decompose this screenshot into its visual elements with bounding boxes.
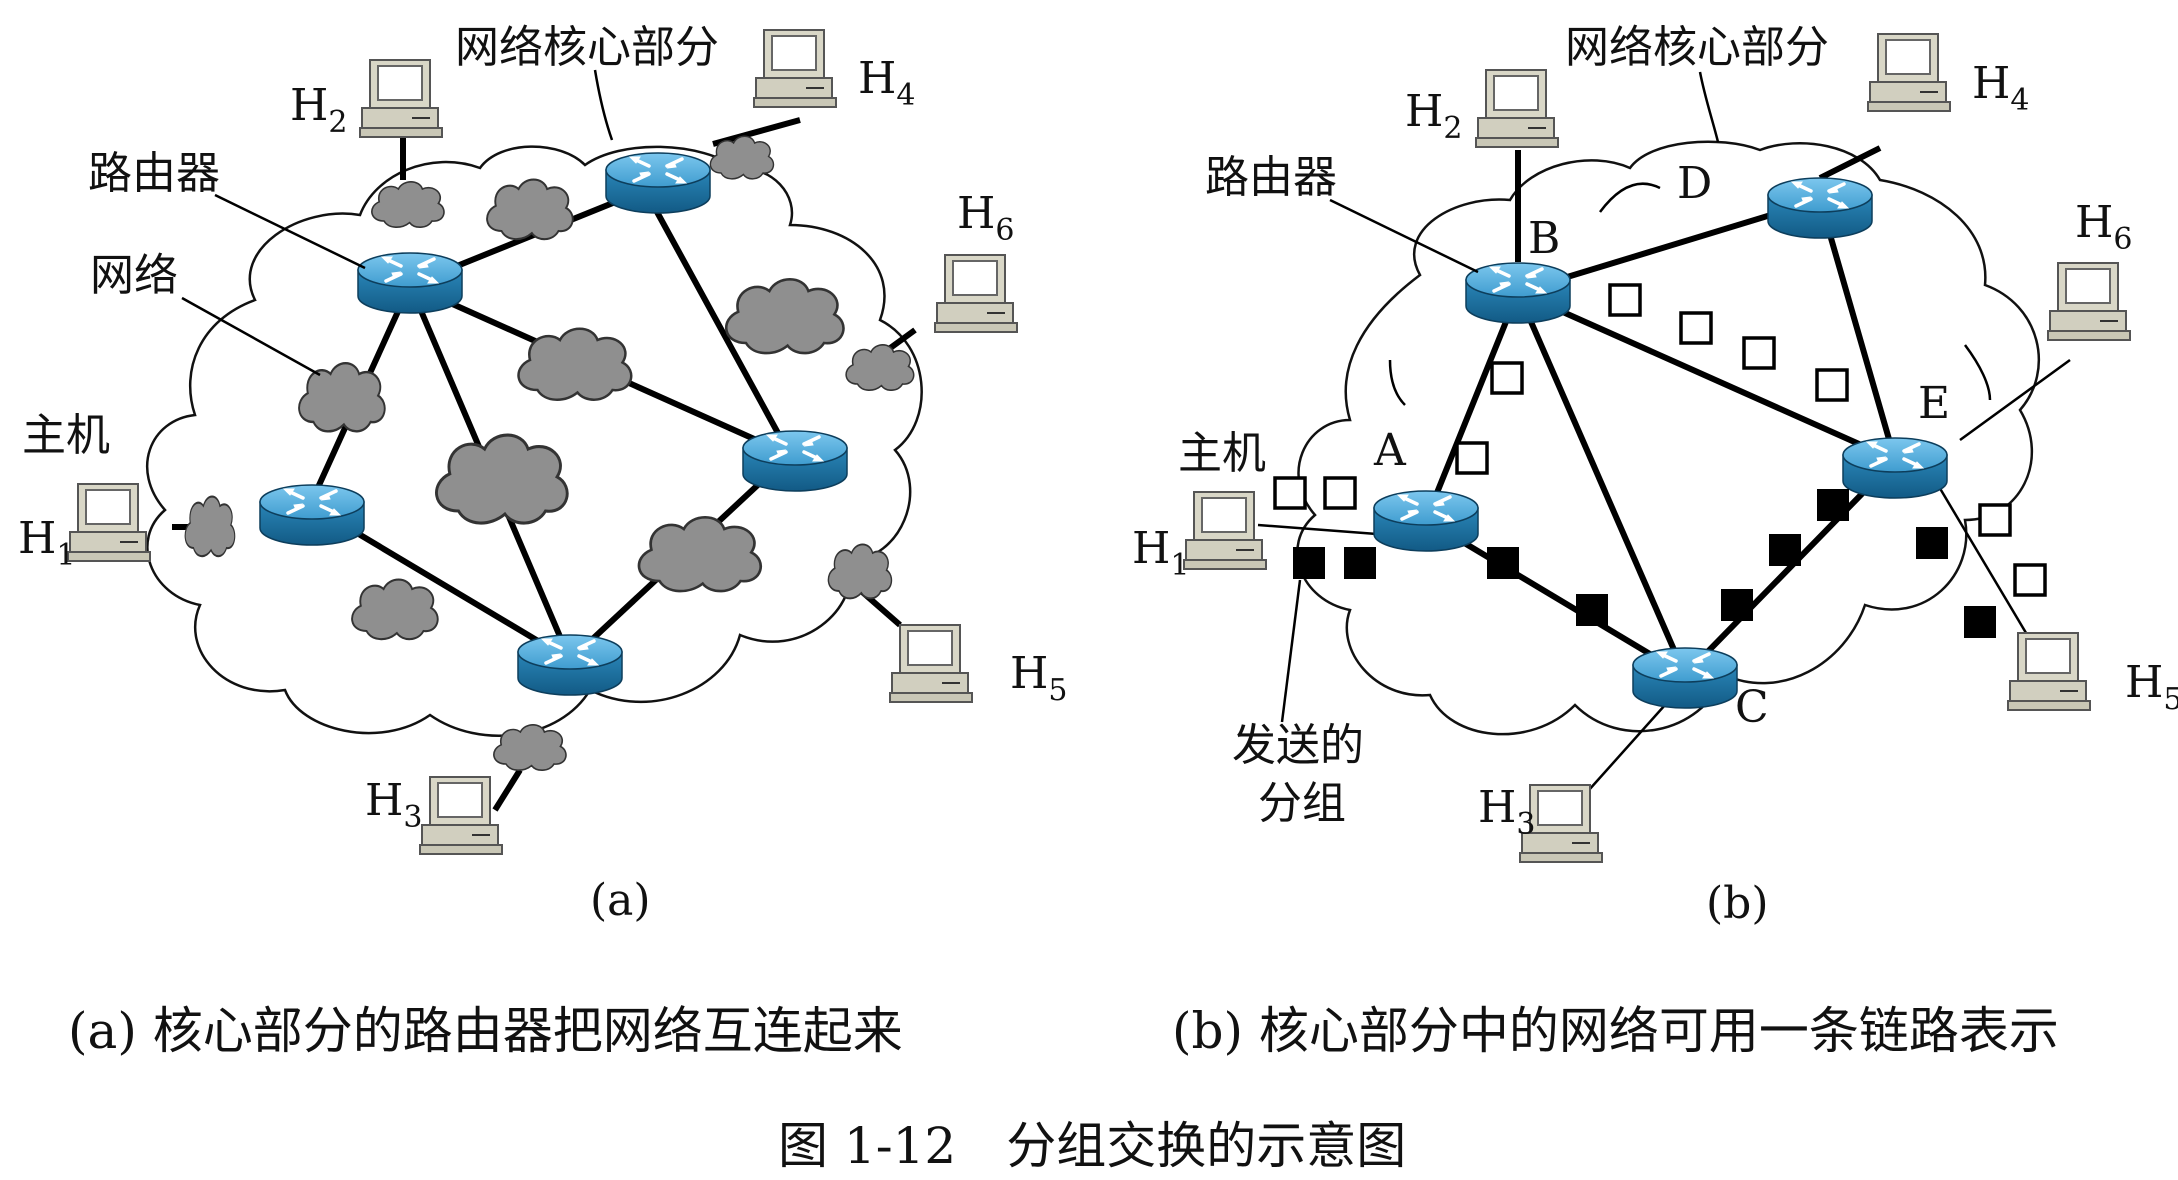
host-subscript: 1 [56,538,75,573]
host-subscript: 6 [2113,222,2132,257]
cloud-divider-b2 [1963,344,1992,401]
router-e-node [1841,436,1949,500]
computer-icon [67,483,151,562]
panel-b: 网络核心部分 路由器 主机 发送的 分组 A B C D E H1 H2 H4 … [1132,22,2178,929]
label-sent-packets-line2: 分组 [1258,778,1346,829]
label-host-b: 主机 [1178,428,1266,479]
label-network-a: 网络 [90,250,178,301]
svg-text:H3: H3 [365,775,422,835]
label-sent-packets-line1: 发送的 [1232,720,1364,771]
caption-b: (b) 核心部分中的网络可用一条链路表示 [1172,1002,2059,1060]
cloud-divider-b3 [1388,359,1406,406]
computer-icon [1183,491,1267,570]
svg-text:H4: H4 [858,53,915,113]
router-a5 [516,633,624,697]
node-c-label: C [1735,682,1769,733]
host-subscript: 5 [1048,673,1067,708]
host-subscript: 1 [1170,548,1189,583]
router-a1 [356,251,464,315]
svg-text:H1: H1 [1132,523,1189,583]
host-h5-label: H [2125,657,2163,708]
router-c-node [1631,646,1739,710]
host-h3-label: H [365,775,403,826]
svg-text:H6: H6 [2075,197,2132,257]
host-subscript: 2 [328,105,347,140]
host-h6-label: H [2075,197,2113,248]
svg-text:H6: H6 [957,188,1014,248]
host-subscript: 4 [896,78,915,113]
computer-icon [1867,33,1951,112]
host-h3-label: H [1478,782,1516,833]
svg-text:H5: H5 [2125,657,2178,717]
node-labels-b: A B C D E [1373,158,1950,733]
label-core-b: 网络核心部分 [1565,22,1829,73]
svg-text:H5: H5 [1010,648,1067,708]
computer-icon [2047,262,2131,341]
node-b-label: B [1528,213,1560,264]
host-h2-label: H [290,80,328,131]
host-labels-b: H1 H2 H4 H6 H5 H3 [1132,58,2178,842]
figure-title: 图 1-12 分组交换的示意图 [778,1117,1406,1175]
host-h6-label: H [957,188,995,239]
callouts-a [181,69,614,377]
host-links-b [1257,145,2071,801]
host-subscript: 6 [995,213,1014,248]
svg-text:H4: H4 [1972,58,2029,118]
node-a-label: A [1373,425,1407,476]
router-b-node [1464,261,1572,325]
caption-a: (a) 核心部分的路由器把网络互连起来 [68,1002,903,1060]
label-host-a: 主机 [22,410,110,461]
label-router-a: 路由器 [88,148,220,199]
computer-icon [1475,69,1559,148]
host-h4-label: H [858,53,896,104]
router-a4 [741,429,849,493]
host-subscript: 5 [2163,682,2178,717]
computer-icon [889,624,973,703]
core-cloud-b [1296,140,2041,736]
router-a3 [258,483,366,547]
label-router-b: 路由器 [1205,152,1337,203]
tag-b: (b) [1706,878,1769,929]
computer-icon [753,29,837,108]
router-a2 [604,151,712,215]
computer-icon [419,776,503,855]
svg-text:H2: H2 [1405,86,1462,146]
host-subscript: 2 [1443,111,1462,146]
filled-packets-b [1293,489,1996,638]
computer-icon [2007,632,2091,711]
computer-icon [359,59,443,138]
host-subscript: 3 [1516,807,1535,842]
node-d-label: D [1677,158,1712,209]
host-subscript: 3 [403,800,422,835]
router-d-node [1766,176,1874,240]
router-a-node [1372,489,1480,553]
svg-text:H3: H3 [1478,782,1535,842]
host-labels-a: H1 H2 H4 H6 H5 H3 [18,53,1067,835]
computer-icon [934,254,1018,333]
node-e-label: E [1918,378,1950,429]
host-h4-label: H [1972,58,2010,109]
panel-a: 网络核心部分 路由器 网络 主机 H1 H2 H4 H6 H5 H3 (a) [18,22,1067,926]
host-h5-label: H [1010,648,1048,699]
host-h1-label: H [1132,523,1170,574]
open-packets-b [1273,283,2047,597]
callouts-b [1280,71,1720,723]
svg-text:H2: H2 [290,80,347,140]
svg-text:H1: H1 [18,513,75,573]
tag-a: (a) [590,875,651,926]
label-core-a: 网络核心部分 [455,22,719,73]
cloud-divider-b [1598,182,1661,213]
host-h1-label: H [18,513,56,564]
host-h2-label: H [1405,86,1443,137]
host-subscript: 4 [2010,83,2029,118]
